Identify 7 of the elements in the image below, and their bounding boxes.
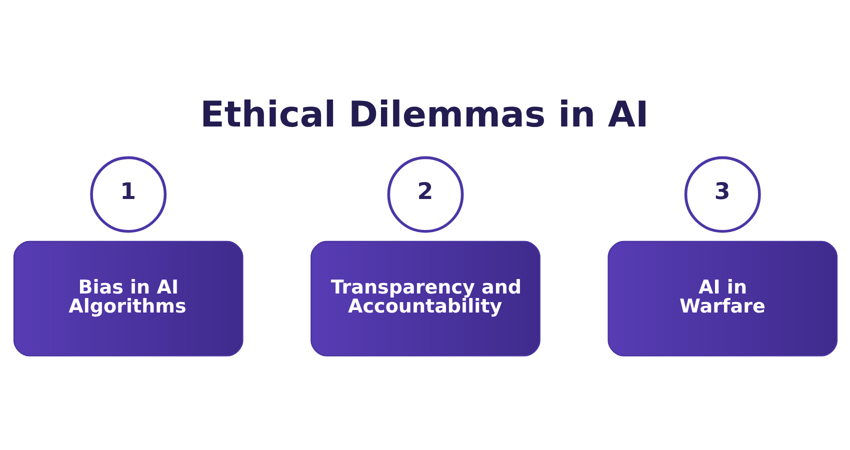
node-box: AI in Warfare <box>607 240 838 356</box>
node-circle: 3 <box>684 156 760 233</box>
node-box: Transparency and Accountability <box>310 240 540 356</box>
node-circle: 1 <box>90 156 166 233</box>
diagram-title: Ethical Dilemmas in AI <box>200 94 648 136</box>
node-box: Bias in AI Algorithms <box>12 240 243 356</box>
node-circle: 2 <box>386 156 464 233</box>
